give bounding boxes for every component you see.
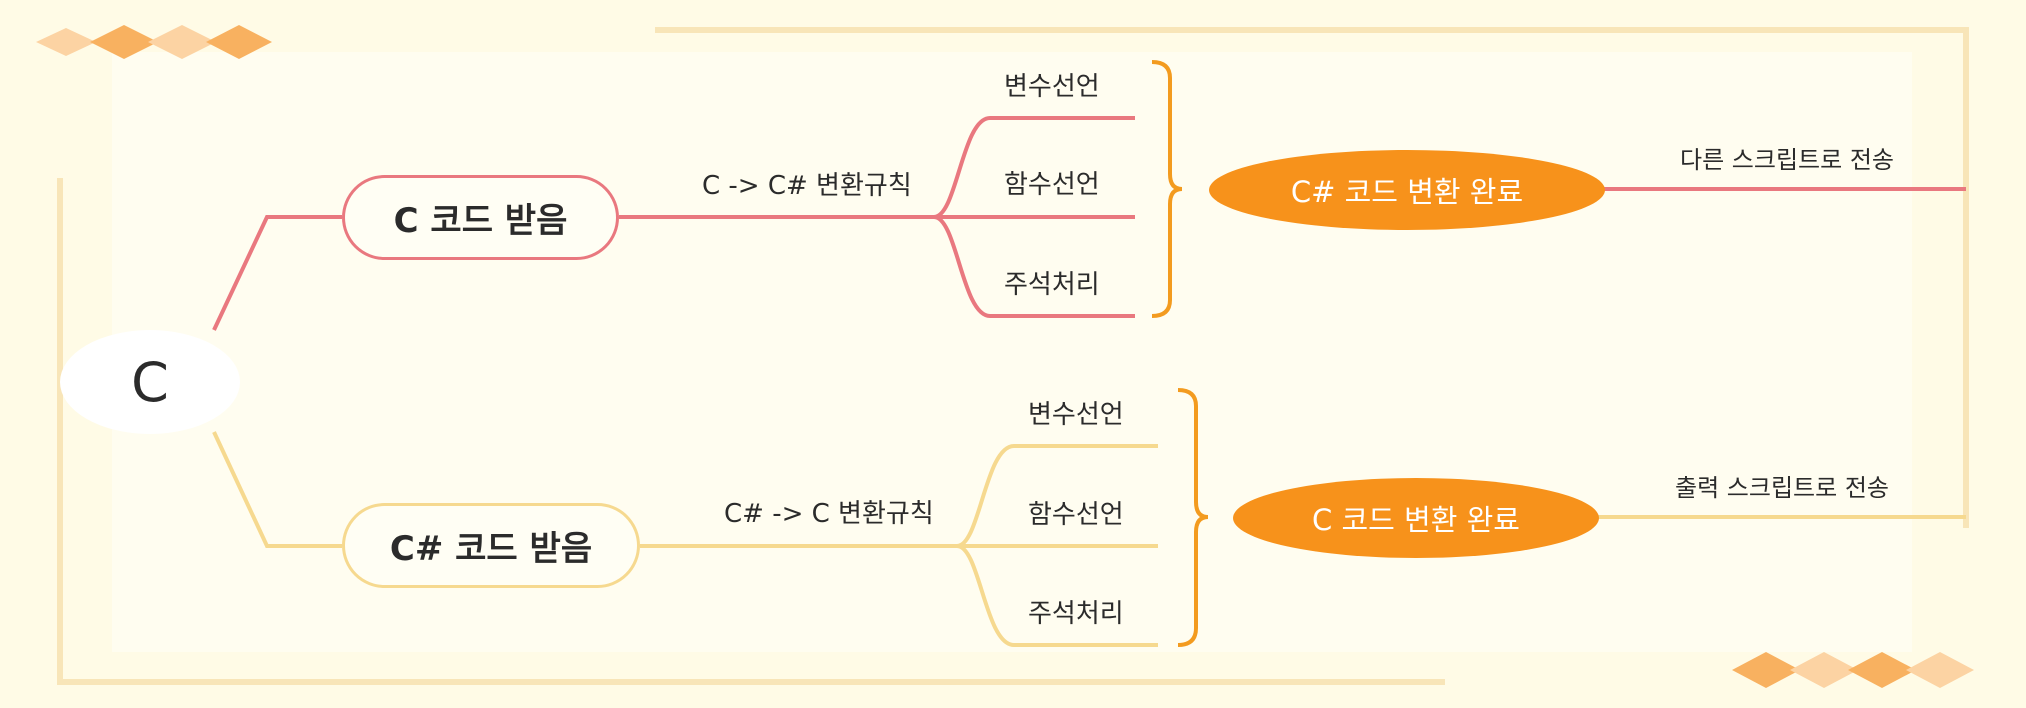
- bottom-item-curve-3: [956, 544, 1158, 647]
- bottom-branch-node[interactable]: C# 코드 받음: [342, 503, 640, 588]
- root-to-bottom-connector: [212, 431, 342, 548]
- frame-left-bottom: [57, 178, 1445, 685]
- top-result-label: C# 코드 변환 완료: [1290, 175, 1524, 209]
- bottom-branch-label: C# 코드 받음: [389, 529, 593, 569]
- frame-top-right: [655, 27, 1969, 528]
- bottom-item-curve-1: [956, 444, 1158, 548]
- frame-lines: [57, 27, 1969, 685]
- bottom-rule-label: C# -> C 변환규칙: [724, 499, 934, 529]
- bottom-branch-lines: [212, 431, 1966, 647]
- top-bracket: [1151, 60, 1183, 318]
- deco-diamonds-top-left: [36, 25, 272, 59]
- diamond-shape: [90, 25, 158, 59]
- top-branch-label: C 코드 받음: [393, 201, 568, 241]
- top-result-node[interactable]: C# 코드 변환 완료: [1209, 150, 1605, 230]
- top-item-3: 주석처리: [1004, 270, 1100, 300]
- diamond-shape: [1848, 652, 1916, 688]
- diamond-shape: [36, 28, 96, 56]
- deco-diamonds-bottom-right: [1732, 652, 1974, 688]
- top-branch-node[interactable]: C 코드 받음: [342, 175, 619, 260]
- bottom-output-label: 출력 스크립트로 전송: [1675, 474, 1889, 502]
- top-item-curve-1: [933, 116, 1135, 219]
- top-item-1: 변수선언: [1004, 72, 1100, 102]
- top-item-2: 함수선언: [1004, 170, 1100, 200]
- top-branch-lines: [212, 116, 1966, 331]
- diamond-shape: [1906, 652, 1974, 688]
- diamond-shape: [206, 25, 272, 59]
- root-label: C: [131, 350, 169, 414]
- root-node[interactable]: C: [60, 330, 240, 434]
- diamond-shape: [148, 25, 216, 59]
- bottom-item-1: 변수선언: [1028, 400, 1124, 430]
- bottom-item-3: 주석처리: [1028, 599, 1124, 629]
- bottom-bracket: [1177, 388, 1209, 647]
- bottom-result-node[interactable]: C 코드 변환 완료: [1233, 478, 1599, 558]
- diamond-shape: [1732, 652, 1800, 688]
- top-item-curve-3: [933, 215, 1135, 318]
- bottom-item-2: 함수선언: [1028, 500, 1124, 530]
- diamond-shape: [1790, 652, 1858, 688]
- root-to-top-connector: [212, 215, 342, 331]
- top-output-label: 다른 스크립트로 전송: [1680, 146, 1894, 174]
- bottom-result-label: C 코드 변환 완료: [1312, 503, 1520, 537]
- top-rule-label: C -> C# 변환규칙: [702, 171, 912, 201]
